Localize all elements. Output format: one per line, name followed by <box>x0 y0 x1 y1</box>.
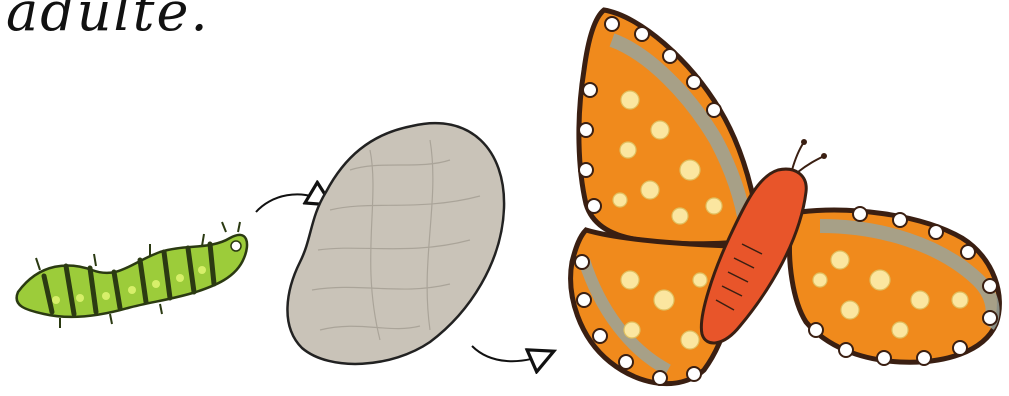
butterfly-icon <box>571 10 1000 385</box>
arrow-chrysalis-to-butterfly <box>472 346 552 361</box>
chrysalis-icon <box>287 123 504 364</box>
chrysalis-shell <box>287 123 504 364</box>
butterfly-antennae <box>792 142 824 172</box>
butterfly-antenna-tip-left <box>801 139 807 145</box>
caterpillar-eye <box>231 241 241 251</box>
butterfly-antenna-tip-right <box>821 153 827 159</box>
butterfly-upper-left-wing <box>579 10 760 244</box>
caterpillar-icon <box>17 222 247 328</box>
